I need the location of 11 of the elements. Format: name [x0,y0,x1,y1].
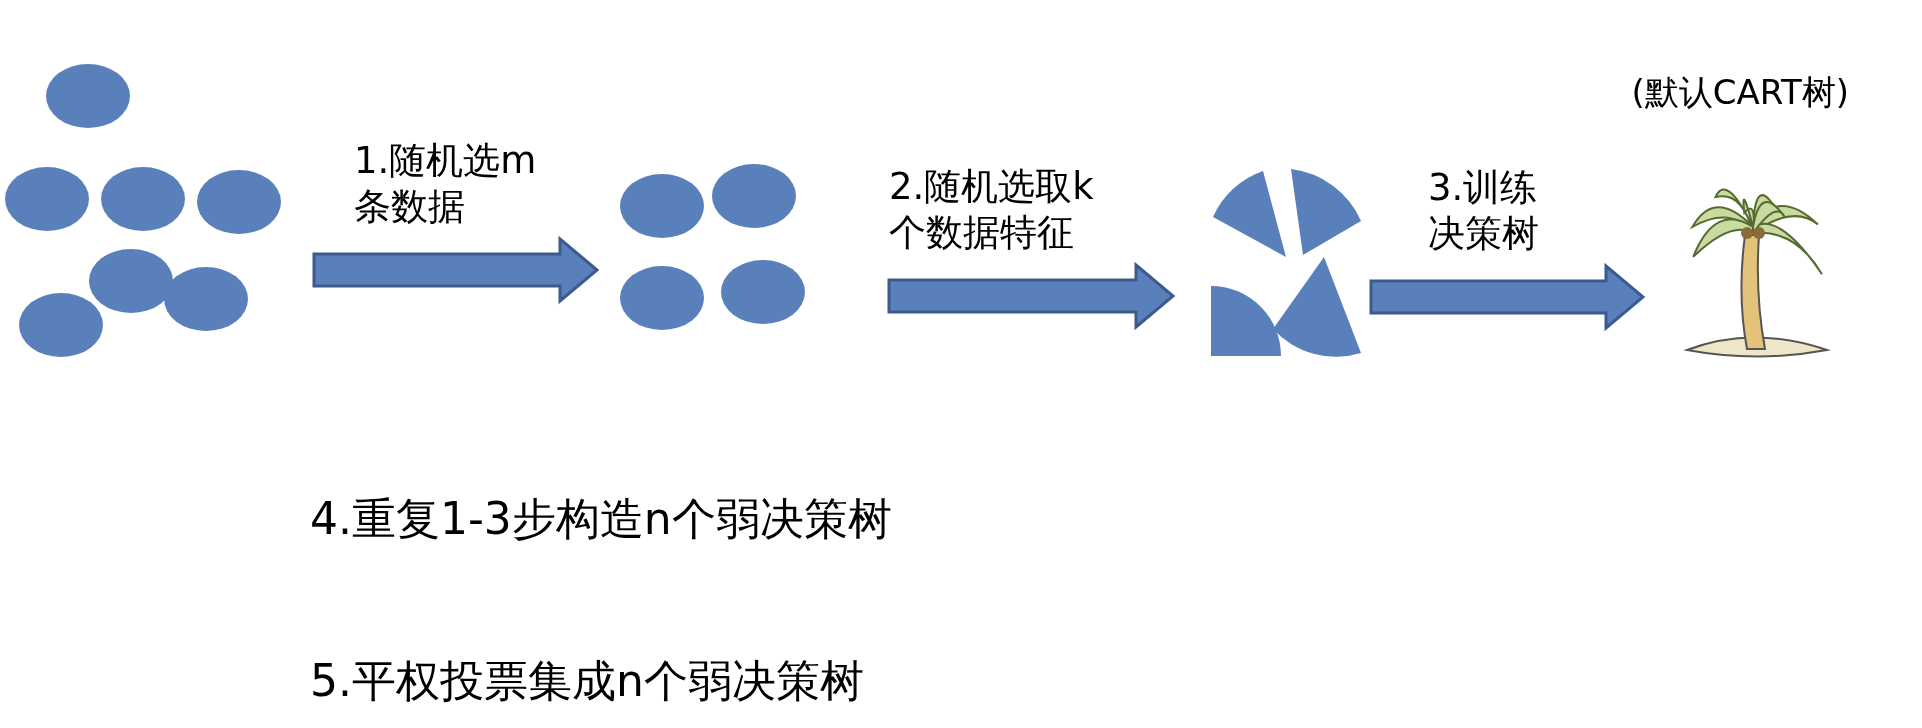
block-arrow [312,235,600,305]
step-note: 4.重复1-3步构造n个弱决策树 [310,492,892,546]
edge-label: 3.训练决策树 [1428,164,1540,257]
sector-pieces-drawing [1211,169,1363,356]
edge-label: 2.随机选取k个数据特征 [889,163,1095,256]
ellipse-cluster-drawing [619,162,805,332]
block-arrow [1369,262,1646,332]
edge-label: 1.随机选m条数据 [354,137,538,230]
step-note: 5.平权投票集成n个弱决策树 [310,654,864,708]
node-caption: (默认CART树) [1631,71,1849,114]
block-arrow [887,261,1176,331]
